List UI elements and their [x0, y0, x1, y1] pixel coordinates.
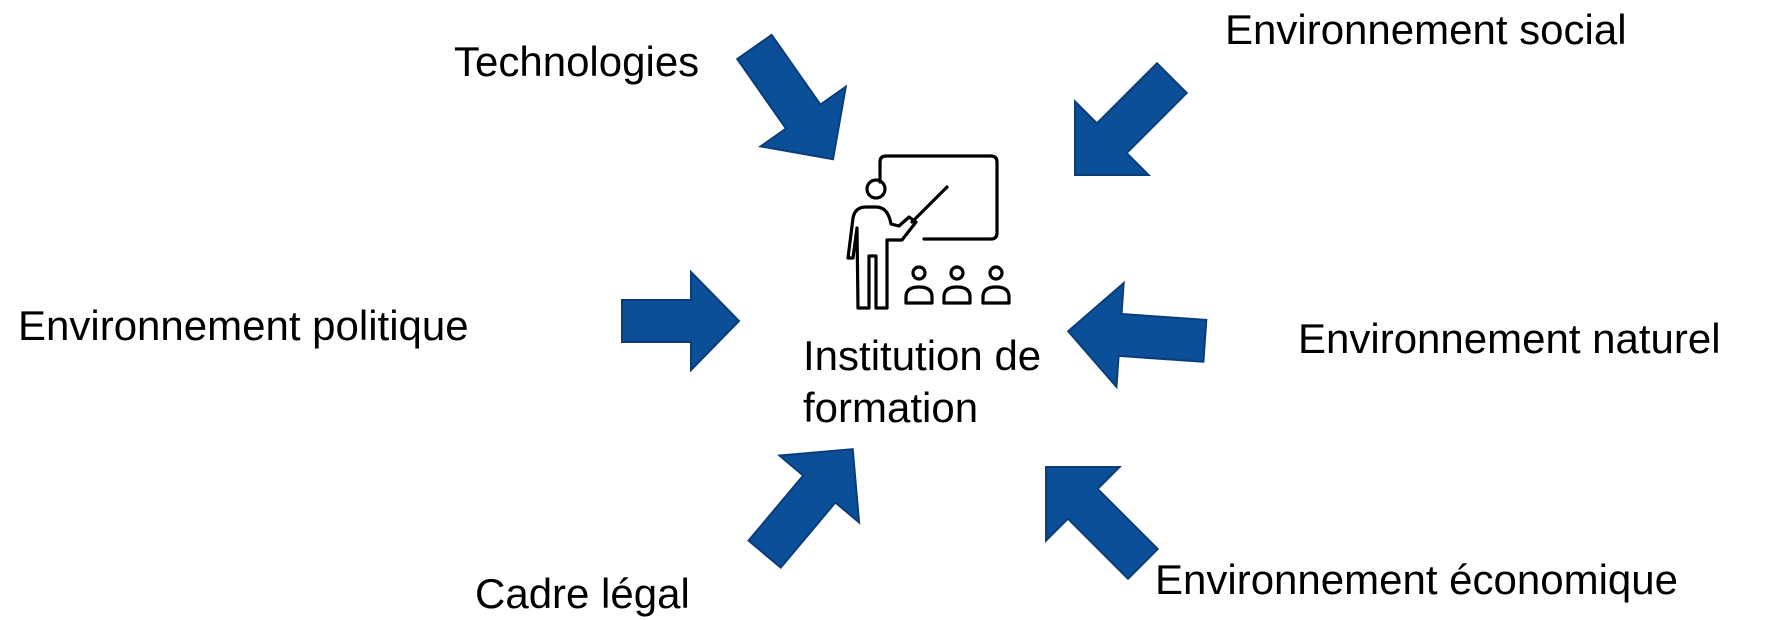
center-label-line1: Institution de: [803, 332, 1042, 379]
factor-economique-label: Environnement économique: [1155, 556, 1678, 603]
factor-cadre-legal-label: Cadre légal: [475, 570, 690, 617]
factor-technologies-label: Technologies: [454, 38, 700, 85]
arrow-technologies: [735, 33, 848, 161]
arrow-economique: [1045, 466, 1160, 581]
center-institution-label: Institution de formation: [803, 330, 1041, 434]
arrow-cadre: [747, 448, 861, 570]
teacher-presentation-icon: [846, 154, 1011, 310]
arrow-politique: [621, 269, 741, 373]
factor-politique-label: Environnement politique: [18, 302, 469, 349]
center-label-line2: formation: [803, 384, 979, 431]
arrow-naturel: [1066, 280, 1208, 390]
factor-social-label: Environnement social: [1225, 6, 1627, 53]
factor-naturel-label: Environnement naturel: [1298, 315, 1721, 362]
arrow-social: [1074, 61, 1189, 176]
